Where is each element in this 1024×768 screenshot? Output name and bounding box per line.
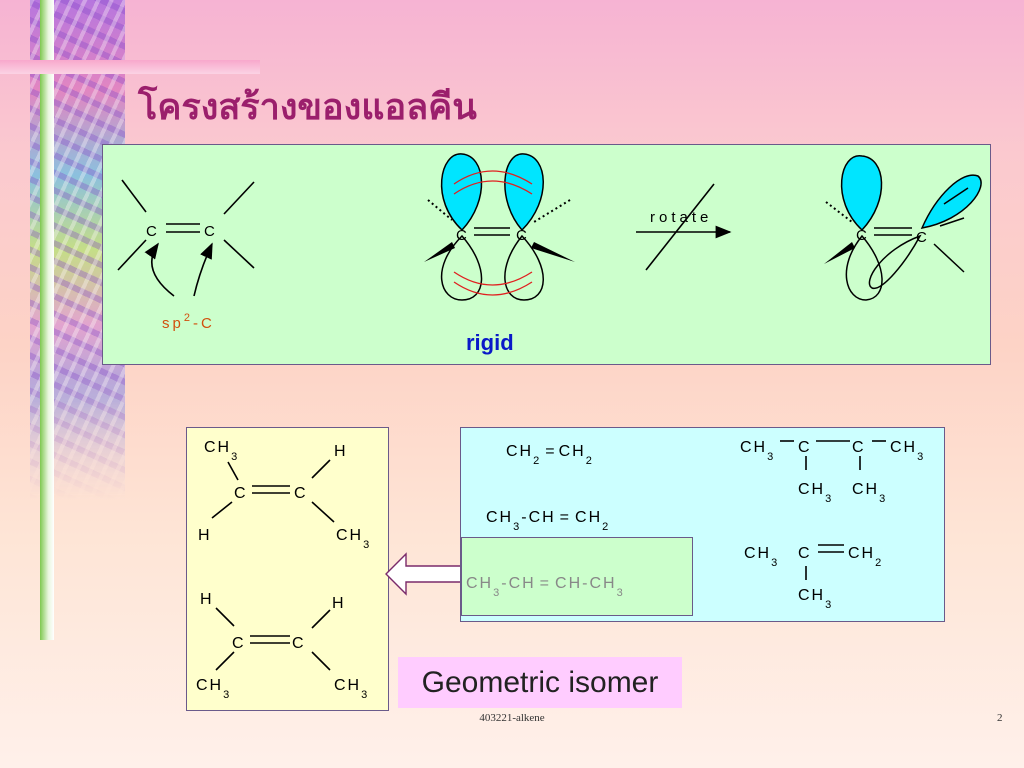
ethene-formula: CH2=CH2 (506, 443, 594, 467)
slide-title: โครงสร้างของแอลคีน (138, 86, 477, 128)
rotate-label: rotate (650, 209, 712, 226)
tetramethyl-sub2: CH3 (852, 481, 887, 505)
sp2-atom-c2: C (204, 223, 215, 240)
butene-formula: CH3-CH=CH-CH3 (466, 575, 625, 599)
cis-h-top-right: H (334, 443, 346, 460)
rigid-label: rigid (466, 330, 514, 355)
pink-horizontal-bar (0, 60, 260, 74)
tetramethyl-ch3-right: CH3 (890, 439, 925, 463)
orbital-atom-c1: C (456, 227, 467, 244)
trans-ch3-bottom-left: CH3 (196, 677, 231, 701)
trans-c2: C (292, 635, 304, 652)
hybrid-label: sp2-C (162, 312, 215, 332)
rotated-atom-c2: C (916, 229, 927, 246)
cis-isomer-bonds (211, 459, 335, 523)
orbital-atom-c2: C (516, 227, 527, 244)
sp2-atom-c1: C (146, 223, 157, 240)
methylpropene-sub: CH3 (798, 587, 833, 611)
methylpropene-c: C (798, 545, 810, 562)
trans-ch3-bottom-right: CH3 (334, 677, 369, 701)
trans-isomer-bonds (215, 607, 331, 671)
page-number: 2 (997, 712, 1003, 724)
tetramethyl-c1: C (798, 439, 810, 456)
cis-c2: C (294, 485, 306, 502)
cis-trans-panel (186, 427, 389, 711)
cis-c1: C (234, 485, 246, 502)
methylpropene-ch2: CH2 (848, 545, 883, 569)
tetramethyl-bonds (780, 440, 886, 470)
methylpropene-ch3: CH3 (744, 545, 779, 569)
hollow-arrow (385, 552, 460, 596)
rotated-orbitals (824, 155, 982, 301)
cis-ch3-bottom-right: CH3 (336, 527, 371, 551)
geometric-isomer-box: Geometric isomer (398, 657, 682, 708)
sp2-structure (117, 179, 255, 297)
trans-h-top-left: H (200, 591, 212, 608)
tetramethyl-sub1: CH3 (798, 481, 833, 505)
green-vertical-bar (40, 0, 54, 640)
trans-c1: C (232, 635, 244, 652)
geometric-isomer-label: Geometric isomer (421, 666, 659, 699)
methylpropene-bonds (805, 544, 844, 580)
tetramethyl-c2: C (852, 439, 864, 456)
p-orbital-overlap (424, 153, 575, 301)
rotate-arrow (636, 183, 732, 271)
cis-ch3-top-left: CH3 (204, 439, 239, 463)
butene-highlight-box (461, 537, 693, 616)
trans-h-top-right: H (332, 595, 344, 612)
propene-formula: CH3-CH=CH2 (486, 509, 610, 533)
rotated-atom-c1: C (856, 227, 867, 244)
footer-text: 403221-alkene (479, 712, 545, 724)
cis-h-bottom-left: H (198, 527, 210, 544)
tetramethyl-ch3-left: CH3 (740, 439, 775, 463)
